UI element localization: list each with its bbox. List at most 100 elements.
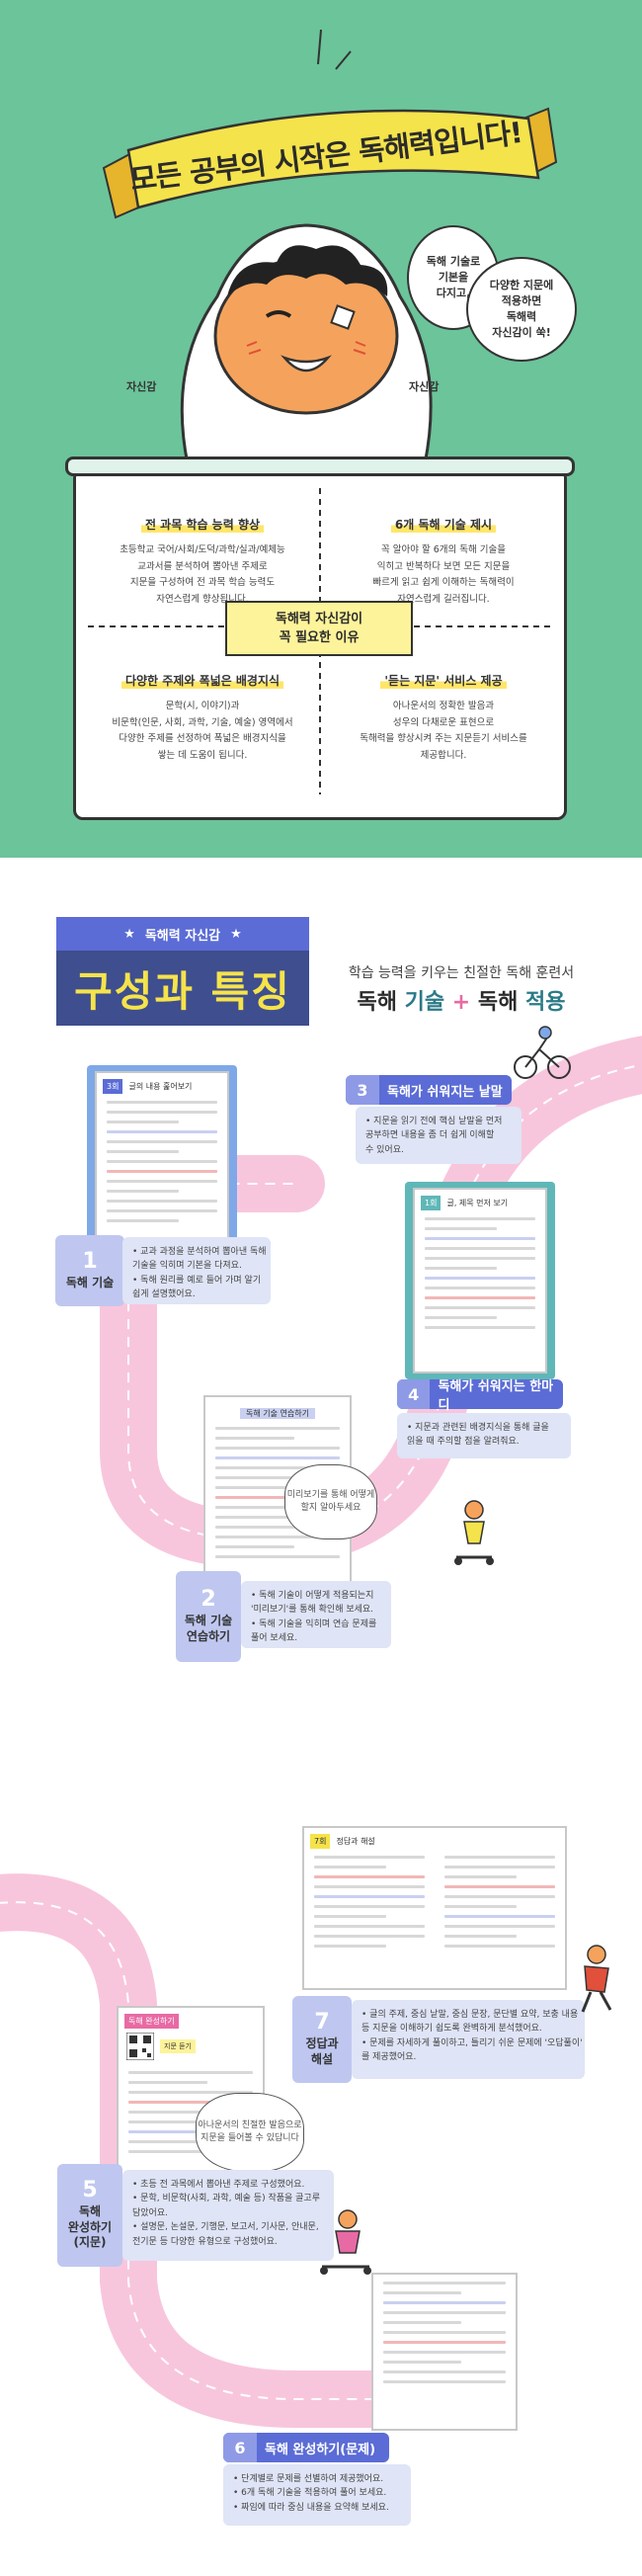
feature-desc-1: • 교과 과정을 분석하여 뽑아낸 독해 기술을 익히며 기본을 다져요. • … (122, 1237, 271, 1304)
star-icon: ★ (230, 926, 242, 942)
tip-cloud-2: 아나운서의 친절한 발음으로 지문을 들어볼 수 있답니다 (196, 2093, 304, 2172)
scooter-rider-icon (320, 2209, 371, 2275)
brand-box: ★ 독해력 자신감 ★ 구성과 특징 (56, 917, 309, 1026)
desc-line: 공부하면 내용을 좀 더 쉽게 이해할 (365, 1130, 495, 1141)
desc-line: • 초등 전 과목에서 뽑아낸 주제로 구성했어요. (132, 2180, 305, 2190)
feature-line: 아나운서의 정확한 발음과 (392, 701, 495, 711)
arm-label-left: 자신감 (126, 380, 157, 393)
feature-line: 자연스럽게 향상됩니다. (156, 593, 249, 605)
hero-section: 모든 공부의 시작은 독해력입니다! 자신감 자신감 독해 기술로 기본을 다지… (0, 0, 642, 858)
tip-cloud-1: 미리보기를 통해 어떻게 할지 알아두세요 (284, 1464, 377, 1539)
feature-title: 독해가 쉬워지는 한마디 (438, 1379, 554, 1413)
desc-line: • 단계별로 문제를 선별하여 제공했어요. (233, 2474, 384, 2484)
scooter-kid-icon (454, 1500, 494, 1565)
feature-number-card-7: 7 정답과 해설 (292, 1996, 352, 2083)
qr-code-icon (126, 2033, 154, 2060)
desc-line: 수 있어요. (365, 1144, 404, 1155)
book-page-1: 3회 글의 내용 훑어보기 (95, 1071, 229, 1257)
headline-part: 독해 (477, 990, 526, 1015)
headline-highlight: 적용 (525, 990, 566, 1015)
desc-line: 를 제공했어요. (361, 2052, 417, 2063)
feature-title: 독해 기술 (65, 1275, 115, 1289)
feature-desc-3: • 지문을 읽기 전에 핵심 낱말을 먼저 공부하면 내용을 좀 더 쉽게 이해… (356, 1107, 522, 1164)
feature-desc-4: • 지문과 관련된 배경지식을 통해 글을 읽을 때 주의할 점을 알려줘요. (397, 1413, 571, 1458)
desc-line: • 문학, 비문학(사회, 과학, 예술 등) 작품을 골고루 (132, 2194, 320, 2204)
feature-desc-5: • 초등 전 과목에서 뽑아낸 주제로 구성했어요. • 문학, 비문학(사회,… (122, 2170, 334, 2261)
feature-line: 성우의 다채로운 표현으로 (392, 716, 495, 728)
feature-card-2: 6개 독해 기술 제시 꼭 알아야 할 6개의 독해 기술을 익히고 반복하다 … (330, 514, 557, 609)
book-title: 글의 내용 훑어보기 (128, 1082, 193, 1091)
center-badge: 독해력 자신감이 꼭 필요한 이유 (225, 601, 413, 656)
desc-line: • 6개 독해 기술을 적용하여 풀어 보세요. (233, 2488, 387, 2499)
brand-top-label: 독해력 자신감 (144, 928, 221, 944)
feature-line: 빠르게 읽고 쉽게 이해하는 독해력이 (372, 577, 515, 589)
desc-line: 읽을 때 주의할 점을 알려줘요. (407, 1437, 520, 1448)
feature-line: 제공합니다. (420, 749, 467, 761)
cyclist-icon (514, 1026, 571, 1079)
feature-desc-6: • 단계별로 문제를 선별하여 제공했어요. • 6개 독해 기술을 적용하여 … (223, 2464, 411, 2526)
desc-line: • 독해 기술을 익히며 연습 문제를 (251, 1619, 377, 1629)
book-badge: 3회 (103, 1079, 123, 1094)
feature-card-4: '듣는 지문' 서비스 제공 아나운서의 정확한 발음과 성우의 다채로운 표현… (330, 670, 557, 765)
speech-bubble-right: 다양한 지문에 적용하면 독해력 자신감이 쑥! (466, 257, 577, 362)
desc-line: • 지문을 읽기 전에 핵심 낱말을 먼저 (365, 1117, 503, 1126)
feature-title: '듣는 지문' 서비스 제공 (380, 672, 507, 689)
desc-line: • 교과 과정을 분석하여 뽑아낸 독해 (132, 1247, 267, 1257)
feature-line: 지문을 구성하여 전 과목 학습 능력도 (129, 577, 276, 589)
bubble-right-line: 다양한 지문에 (489, 279, 554, 292)
brand-main: 구성과 특징 (56, 951, 309, 1026)
feature-number: 6 (223, 2433, 257, 2462)
feature-title: 다양한 주제와 폭넓은 배경지식 (120, 672, 284, 689)
feature-title: 전 과목 학습 능력 향상 (140, 516, 265, 533)
headline-highlight: 기술 (404, 990, 445, 1015)
headline-plus: + (444, 990, 478, 1015)
desc-line: 기술을 익히며 기본을 다져요. (132, 1261, 242, 1272)
desc-line: '미리보기'를 통해 확인해 보세요. (251, 1605, 374, 1616)
feature-line: 익히고 반복하다 보면 모든 지문을 (376, 560, 511, 572)
desc-line: 풀어 보세요. (251, 1633, 298, 1644)
desc-line: • 짜임에 따라 중심 내용을 요약해 보세요. (233, 2502, 389, 2513)
feature-desc-2: • 독해 기술이 어떻게 적용되는지 '미리보기'를 통해 확인해 보세요. •… (241, 1581, 391, 1648)
section-subtitle: 학습 능력을 키우는 친절한 독해 훈련서 (348, 965, 575, 981)
feature-number: 5 (82, 2178, 98, 2203)
desc-line: 담았어요. (132, 2207, 168, 2218)
desc-line: 등 지문을 이해하기 쉽도록 완벽하게 분석했어요. (361, 2024, 542, 2035)
feature-number-card-2: 2 독해 기술 연습하기 (176, 1571, 241, 1662)
board-edge (65, 457, 575, 476)
feature-card-3: 다양한 주제와 폭넓은 배경지식 문학(시, 이야기)과 비문학(인문, 사회,… (89, 670, 316, 765)
desc-line: • 지문과 관련된 배경지식을 통해 글을 (407, 1423, 549, 1433)
desc-line: 쉽게 설명했어요. (132, 1289, 196, 1300)
feature-title: 정답과 해설 (305, 2036, 339, 2066)
feature-number-card-1: 1 독해 기술 (55, 1235, 124, 1306)
bubble-left-line: 기본을 (438, 271, 469, 285)
feature-title-bar-6: 6 독해 완성하기(문제) (223, 2433, 389, 2462)
feature-title: 독해 완성하기(문제) (265, 2442, 376, 2457)
bubble-right-line: 적용하면 (501, 294, 542, 308)
feature-title: 독해 완성하기 (지문) (67, 2204, 113, 2250)
feature-number: 7 (314, 2009, 330, 2035)
feature-number: 3 (346, 1075, 379, 1105)
desc-line: • 설명문, 논설문, 기행문, 보고서, 기사문, 안내문, (132, 2222, 319, 2233)
book-badge: 1회 (421, 1196, 441, 1210)
feature-number-card-5: 5 독해 완성하기 (지문) (57, 2164, 122, 2267)
section-headline: 독해 기술 + 독해 적용 (323, 984, 600, 1016)
arm-label-right: 자신감 (409, 380, 440, 393)
book-badge: 7회 (310, 1834, 331, 1849)
feature-line: 다양한 주제를 선정하여 폭넓은 배경지식을 (119, 733, 286, 745)
title-ribbon: 모든 공부의 시작은 독해력입니다! (94, 107, 558, 219)
bubble-right-line: 자신감이 쑥! (492, 325, 551, 339)
book-page-3: 1회 글, 제목 먼저 보기 (413, 1188, 547, 1373)
feature-title-bar-4: 4 독해가 쉬워지는 한마디 (397, 1379, 563, 1413)
book-page-6 (371, 2273, 518, 2431)
book-badge: 독해 기술 연습하기 (240, 1408, 315, 1419)
star-icon: ★ (123, 926, 135, 942)
listen-badge: 지문 듣기 (160, 2039, 196, 2053)
feature-line: 문학(시, 이야기)과 (165, 701, 240, 711)
book-page-7: 7회 정답과 해설 (302, 1826, 567, 1990)
book-title: 정답과 해설 (336, 1837, 375, 1846)
center-badge-line: 꼭 필요한 이유 (279, 630, 360, 645)
feature-desc-7: • 글의 주제, 중심 낱말, 중심 문장, 문단별 요약, 보충 내용 등 지… (352, 2000, 585, 2079)
feature-title: 6개 독해 기술 제시 (390, 516, 497, 533)
headline-part: 독해 (357, 990, 405, 1015)
